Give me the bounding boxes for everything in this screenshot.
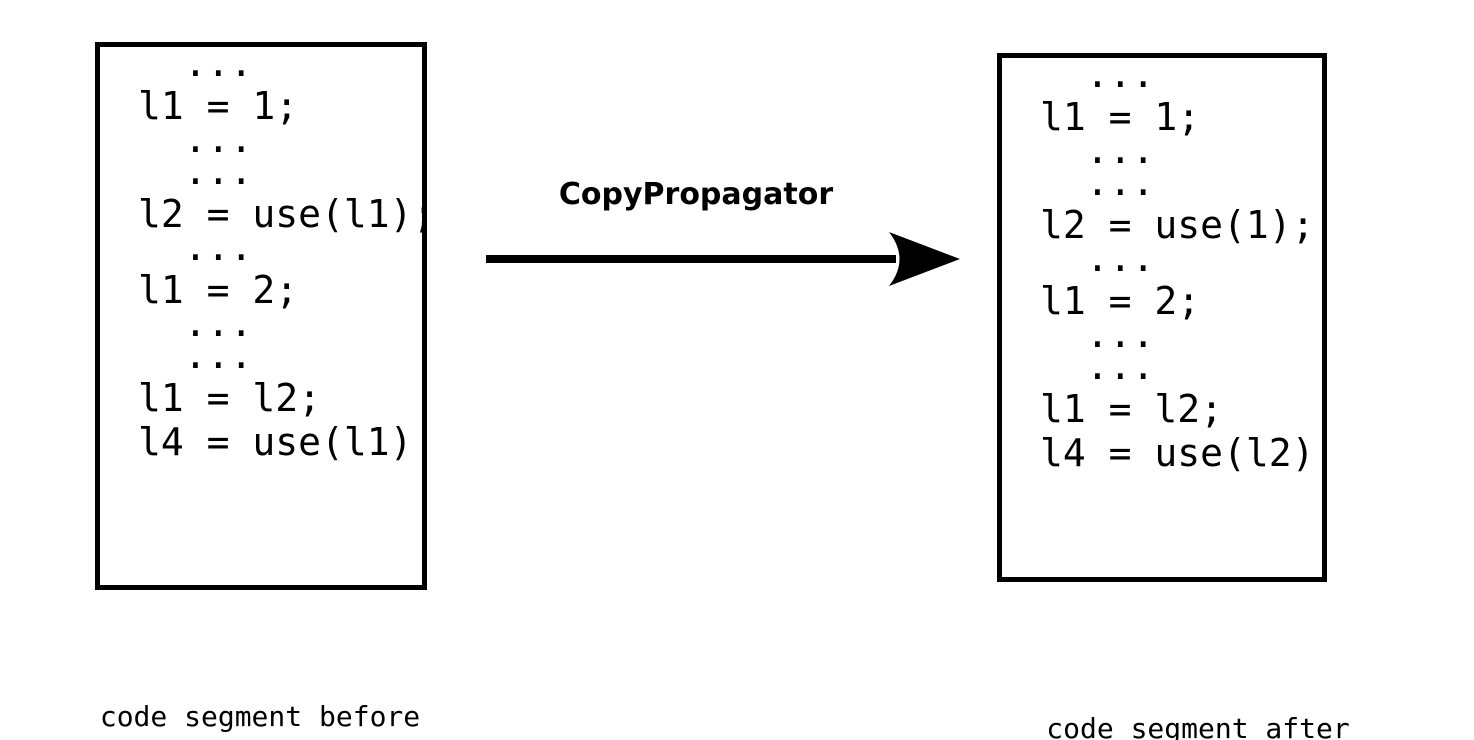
code-before-line-10: l1 = l2; [138,376,322,420]
caption-before-line-1: code segment before [99,699,421,733]
code-before-line-7: l1 = 2; [138,268,299,312]
caption-after: code segment after constant/copy propaga… [938,634,1458,740]
code-before-line-1: ... [184,41,253,85]
code-before-line-4: ... [184,149,253,193]
code-after-line-6: ... [1086,236,1155,280]
code-before-line-2: l1 = 1; [138,84,299,128]
code-before-line-6: ... [184,225,253,269]
code-after-line-4: ... [1086,160,1155,204]
caption-after-line-1: code segment after [1046,711,1350,740]
code-after-line-3: ... [1086,128,1155,172]
code-after-line-5: l2 = use(1); [1040,203,1315,247]
code-after-line-1: ... [1086,52,1155,96]
arrow-right-icon [486,232,960,286]
code-before-line-9: ... [184,333,253,377]
code-listing-before: ...l1 = 1;......l2 = use(l1);...l1 = 2;.… [138,41,436,464]
code-after-line-10: l1 = l2; [1040,387,1224,431]
code-before-line-5: l2 = use(l1); [138,192,436,236]
code-panel-before: ...l1 = 1;......l2 = use(l1);...l1 = 2;.… [95,42,435,590]
code-before-line-8: ... [184,301,253,345]
transformation-label: CopyPropagator [558,177,834,212]
code-after-line-7: l1 = 2; [1040,279,1201,323]
code-after-line-9: ... [1086,344,1155,388]
code-after-line-8: ... [1086,312,1155,356]
code-before-line-3: ... [184,117,253,161]
code-panel-after: ...l1 = 1;......l2 = use(1);...l1 = 2;..… [997,53,1327,582]
code-before-line-11: l4 = use(l1) [138,420,413,464]
code-after-line-2: l1 = 1; [1040,95,1201,139]
code-after-line-11: l4 = use(l2) [1040,431,1315,475]
code-listing-after: ...l1 = 1;......l2 = use(1);...l1 = 2;..… [1040,52,1315,475]
caption-before: code segment before constant/copy propag… [0,622,520,740]
transformation-arrow-group: CopyPropagator [486,180,966,290]
